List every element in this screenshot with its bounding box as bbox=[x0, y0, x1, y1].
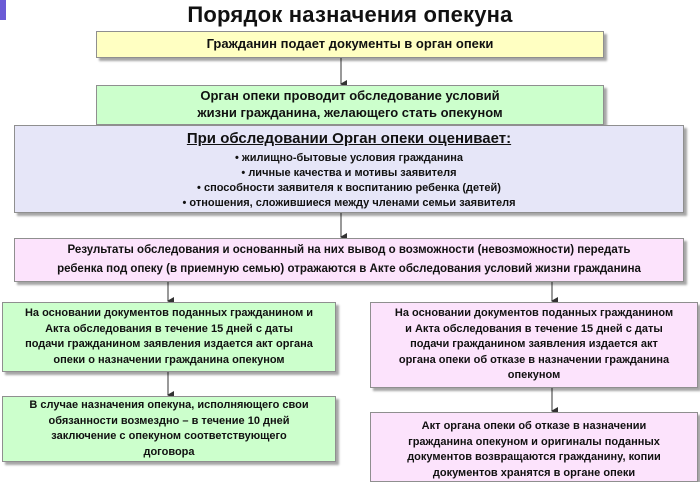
step-results-line: ребенка под опеку (в приемную семью) отр… bbox=[57, 263, 641, 275]
step-results: Результаты обследования и основанный на … bbox=[14, 238, 684, 282]
step-contract: В случае назначения опекуна, исполняющег… bbox=[2, 396, 336, 462]
page-title: Порядок назначения опекуна bbox=[187, 2, 513, 27]
step-return-documents: Акт органа опеки об отказе в назначении … bbox=[370, 412, 698, 482]
step-refusal-line: опекуном bbox=[507, 369, 561, 382]
step-return-line: документов возвращаются гражданину, копи… bbox=[407, 451, 661, 463]
step-refusal-line: На основании документов поданных граждан… bbox=[394, 307, 674, 320]
step-inspection-line: Орган опеки проводит обследование услови… bbox=[200, 88, 500, 104]
step-results-line: Результаты обследования и основанный на … bbox=[67, 244, 631, 256]
step-return-line: Акт органа опеки об отказе в назначении bbox=[421, 420, 647, 432]
step-submit-text: Гражданин подает документы в орган опеки bbox=[206, 36, 494, 52]
step-appointment: На основании документов поданных граждан… bbox=[2, 302, 336, 372]
step-refusal: На основании документов поданных граждан… bbox=[370, 302, 698, 388]
step-appointment-line: На основании документов поданных граждан… bbox=[24, 307, 314, 319]
step-contract-line: обязанности возмездно – в течение 10 дне… bbox=[48, 414, 290, 427]
step-return-line: документов хранятся в органе опеки bbox=[432, 466, 636, 479]
step-refusal-line: подачи гражданином заявления издается ак… bbox=[410, 338, 658, 351]
assessment-heading: При обследовании Орган опеки оценивает: bbox=[186, 130, 512, 148]
assessment-item: • личные качества и мотивы заявителя bbox=[241, 166, 457, 179]
assessment-item: • отношения, сложившиеся между членами с… bbox=[182, 196, 516, 209]
step-assessment: При обследовании Орган опеки оценивает: … bbox=[14, 125, 684, 213]
assessment-item: • способности заявителя к воспитанию реб… bbox=[197, 181, 501, 194]
step-inspection-line: жизни гражданина, желающего стать опекун… bbox=[197, 105, 503, 120]
step-appointment-line: подачи гражданином заявления издается ак… bbox=[25, 338, 313, 350]
step-return-line: гражданина опекуном и оригиналы поданных bbox=[408, 435, 660, 448]
step-refusal-line: и Акта обследования в течение 15 дней с … bbox=[405, 322, 663, 335]
step-contract-line: В случае назначения опекуна, исполняющег… bbox=[29, 399, 309, 411]
step-contract-line: договора bbox=[143, 445, 195, 458]
step-appointment-line: опеки о назначении гражданина опекуном bbox=[53, 353, 285, 366]
step-refusal-line: органа опеки об отказе в назначении граж… bbox=[398, 353, 670, 366]
step-appointment-line: Акта обследования в течение 15 дней с да… bbox=[45, 322, 293, 335]
step-inspection: Орган опеки проводит обследование услови… bbox=[96, 85, 604, 125]
step-contract-line: заключение с опекуном соответствующего bbox=[51, 430, 287, 442]
corner-accent bbox=[0, 0, 6, 20]
assessment-item: • жилищно-бытовые условия гражданина bbox=[234, 151, 463, 164]
step-submit-documents: Гражданин подает документы в орган опеки bbox=[96, 31, 604, 58]
